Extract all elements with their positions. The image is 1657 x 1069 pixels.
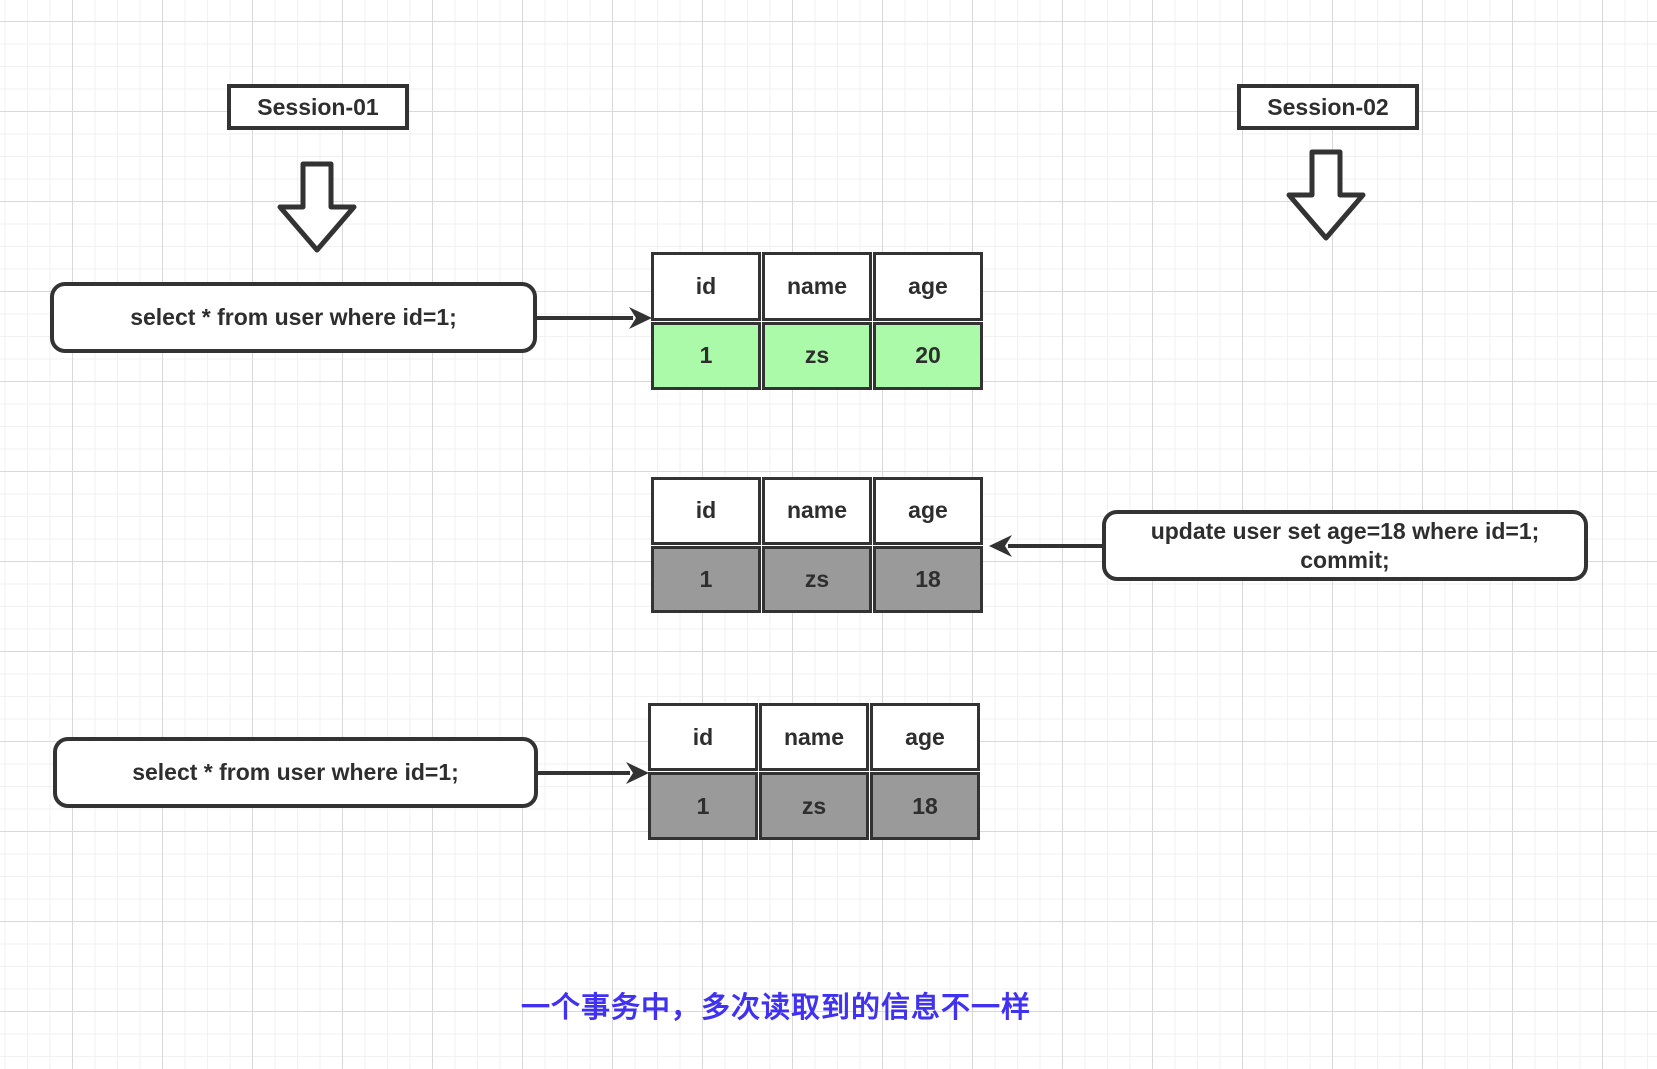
table-2-header-name: name xyxy=(762,477,872,545)
result-table-2: id name age 1 zs 18 xyxy=(651,477,983,613)
session-01-label: Session-01 xyxy=(257,93,379,120)
select-query-box-2: select * from user where id=1; xyxy=(53,737,538,808)
table-1-cell-age: 20 xyxy=(873,321,983,390)
select-query-1-text: select * from user where id=1; xyxy=(130,304,457,330)
table-3-cell-id: 1 xyxy=(648,772,758,840)
down-arrow-icon xyxy=(1286,149,1366,241)
table-3-cell-age: 18 xyxy=(870,772,980,840)
session-02-label: Session-02 xyxy=(1267,93,1389,120)
table-2-header-age: age xyxy=(873,477,983,545)
table-2-cell-age: 18 xyxy=(873,545,983,613)
table-1-cell-id: 1 xyxy=(651,321,761,390)
table-3-header-name: name xyxy=(759,703,869,771)
table-3-header-age: age xyxy=(870,703,980,771)
table-1-header-age: age xyxy=(873,252,983,321)
table-2-cell-id: 1 xyxy=(651,545,761,613)
update-query-line-1: update user set age=18 where id=1; xyxy=(1150,517,1540,544)
table-1-cell-name: zs xyxy=(762,321,872,390)
session-01-box: Session-01 xyxy=(227,84,409,130)
table-3-cell-name: zs xyxy=(759,772,869,840)
caption-text: 一个事务中，多次读取到的信息不一样 xyxy=(520,992,1031,1024)
update-query-box: update user set age=18 where id=1; commi… xyxy=(1102,510,1588,581)
table-1-header-id: id xyxy=(651,252,761,321)
table-2-header-id: id xyxy=(651,477,761,545)
result-table-1: id name age 1 zs 20 xyxy=(651,252,983,390)
arrow-right-icon xyxy=(537,307,652,329)
arrow-left-icon xyxy=(989,535,1104,557)
table-3-header-id: id xyxy=(648,703,758,771)
arrow-right-icon xyxy=(538,762,649,784)
table-1-header-name: name xyxy=(762,252,872,321)
result-table-3: id name age 1 zs 18 xyxy=(648,703,980,840)
down-arrow-icon xyxy=(277,161,357,253)
select-query-box-1: select * from user where id=1; xyxy=(50,282,537,353)
table-2-cell-name: zs xyxy=(762,545,872,613)
update-query-line-2: commit; xyxy=(1300,546,1390,573)
select-query-2-text: select * from user where id=1; xyxy=(132,759,459,785)
session-02-box: Session-02 xyxy=(1237,84,1419,130)
